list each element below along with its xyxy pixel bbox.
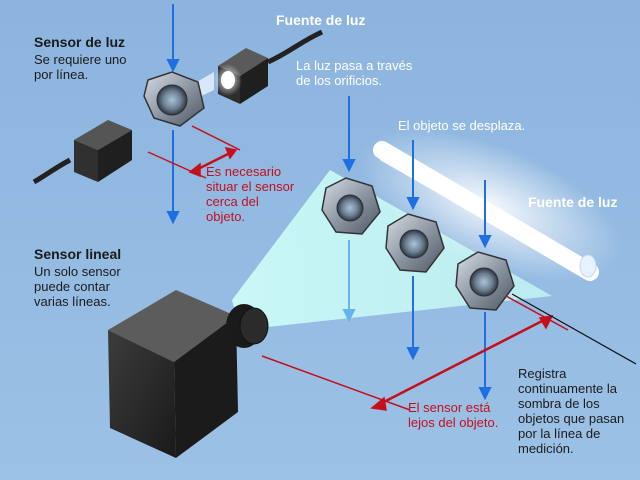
necesario-1: Es necesario [206,164,282,179]
registra-5: por la línea de [518,426,601,441]
registra-3: sombra de los [518,396,600,411]
registra-2: continuamente la [518,381,618,396]
top-nut [143,71,205,127]
necesario-3: cerca del [206,194,259,209]
registra-4: objetos que pasan [518,411,625,426]
sensor-lejos-1: El sensor está [408,400,491,415]
registra-6: medición. [518,441,574,456]
luz-pasa-1: La luz pasa a través [296,58,413,73]
left-cable [32,157,72,185]
sensor-luz-desc-2: por línea. [34,67,89,82]
nut-1 [321,177,381,235]
line-sensor-camera [108,290,269,458]
sensor-lineal-title: Sensor lineal [34,246,122,262]
nut-2 [385,213,445,273]
red-annotation-near [147,125,241,179]
red-annotation-far [261,295,569,411]
emitter-box [214,48,268,104]
necesario-2: situar el sensor [206,179,295,194]
necesario-4: objeto. [206,209,246,224]
objeto-desplaza: El objeto se desplaza. [398,118,526,133]
top-cable [266,29,324,65]
sensor-lejos-2: lejos del objeto. [408,415,499,430]
blue-arrows [166,4,492,401]
luz-pasa-2: de los orificios. [296,73,382,88]
receiver-box [74,120,132,182]
sensor-lineal-desc-3: varias líneas. [34,294,111,309]
sensor-luz-desc-1: Se requiere uno [34,52,127,67]
registra-1: Registra [518,366,567,381]
fuente-luz-top: Fuente de luz [276,12,366,28]
fuente-luz-right: Fuente de luz [528,194,618,210]
leader-line [511,293,637,365]
sensor-lineal-desc-2: puede contar [34,279,110,294]
sensor-lineal-desc-1: Un solo sensor [34,264,121,279]
nut-3 [455,251,515,311]
sensor-luz-title: Sensor de luz [34,34,126,50]
